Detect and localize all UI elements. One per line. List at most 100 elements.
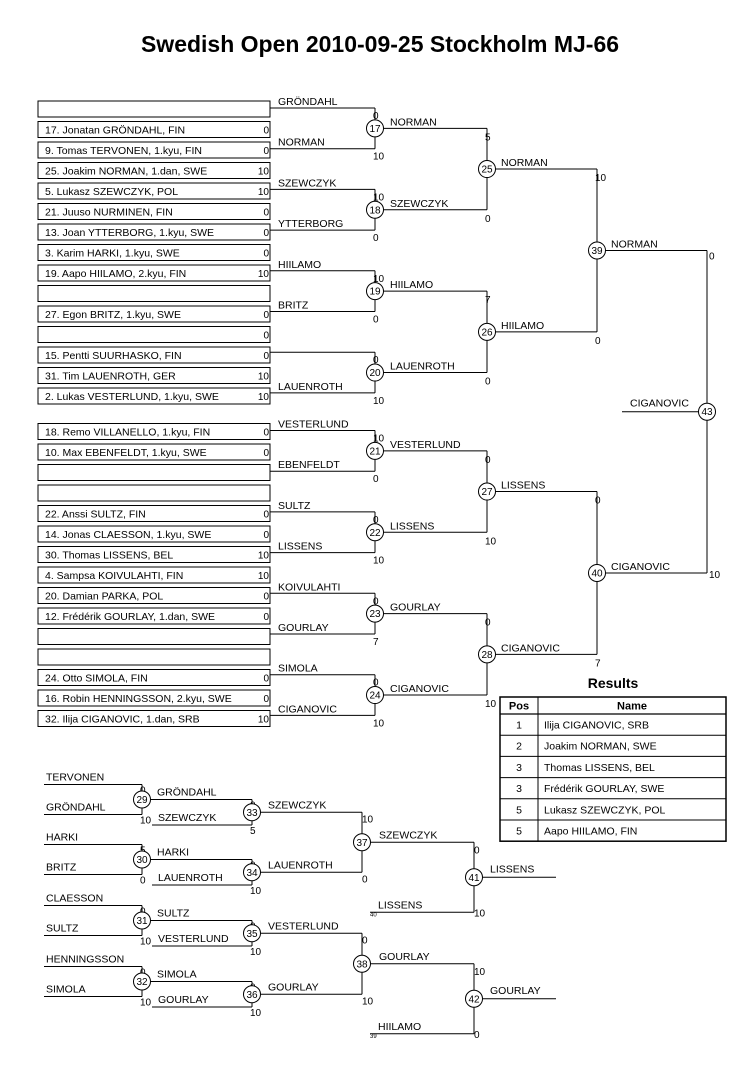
- match-number: 40: [591, 568, 603, 579]
- pair-label: LISSENS: [278, 541, 322, 553]
- match-circle: [133, 972, 151, 991]
- match-score: 10: [474, 967, 486, 978]
- entry-name: 5. Lukasz SZEWCZYK, POL: [45, 186, 178, 198]
- pair-label: BRITZ: [278, 300, 309, 312]
- repechage-name: VESTERLUND: [158, 933, 229, 945]
- winner-label: CIGANOVIC: [611, 561, 670, 573]
- entry-name: 18. Remo VILLANELLO, 1.kyu, FIN: [45, 427, 210, 439]
- match-number: 19: [369, 287, 381, 298]
- match-number: 28: [481, 650, 493, 661]
- winner-label: VESTERLUND: [268, 920, 339, 932]
- pair-label: CIGANOVIC: [278, 703, 337, 715]
- match-circle: [133, 911, 151, 930]
- match-number: 30: [136, 855, 148, 866]
- winner-label: LAUENROTH: [268, 859, 333, 871]
- match-circle: [366, 441, 384, 460]
- bronze-winner-label: LISSENS: [490, 863, 534, 875]
- match-score: 0: [140, 876, 146, 887]
- match-score: 0: [373, 678, 379, 689]
- match-circle: [366, 282, 384, 301]
- results-pos: 3: [516, 762, 522, 774]
- match-circle: [478, 482, 496, 501]
- match-circle: [366, 200, 384, 219]
- pair-label: KOIVULAHTI: [278, 581, 340, 593]
- results-header-name: Name: [617, 701, 647, 713]
- entry-box: [37, 182, 271, 200]
- repechage-name: CLAESSON: [46, 893, 103, 905]
- entry-name: 17. Jonatan GRÖNDAHL, FIN: [45, 125, 185, 137]
- results-pos: 5: [516, 826, 522, 838]
- entry-name: 2. Lukas VESTERLUND, 1.kyu, SWE: [45, 391, 219, 403]
- entry-box: [37, 203, 271, 220]
- entry-score: 0: [263, 208, 269, 219]
- match-circle: [588, 241, 606, 260]
- entry-box: [37, 223, 271, 241]
- entry-box: [37, 607, 271, 625]
- match-circle: [478, 645, 496, 664]
- match-score: 0: [362, 935, 368, 946]
- match-score: 0: [709, 251, 715, 262]
- entry-box: [37, 100, 271, 118]
- entry-name: 30. Thomas LISSENS, BEL: [45, 550, 173, 562]
- match-number: 31: [136, 916, 148, 927]
- winner-label: GOURLAY: [379, 951, 430, 963]
- pair-label: SZEWCZYK: [278, 177, 336, 189]
- entry-name: 31. Tim LAUENROTH, GER: [45, 371, 176, 383]
- winner-label: LISSENS: [501, 480, 545, 492]
- match-score: 10: [250, 886, 262, 897]
- repechage-name: LISSENS: [378, 899, 422, 911]
- match-circle: [465, 868, 483, 887]
- match-number: 33: [246, 808, 258, 819]
- match-score: 0: [474, 845, 480, 856]
- entry-name: 27. Egon BRITZ, 1.kyu, SWE: [45, 309, 181, 321]
- winner-label: NORMAN: [390, 116, 437, 128]
- match-circle: [133, 790, 151, 809]
- match-score: 10: [140, 816, 152, 827]
- match-circle: [243, 924, 261, 943]
- entry-box: [37, 525, 271, 543]
- match-circle: [588, 563, 606, 582]
- winner-label: LISSENS: [390, 520, 434, 532]
- pair-label: SULTZ: [278, 500, 311, 512]
- winner-label: CIGANOVIC: [501, 642, 560, 654]
- match-number: 32: [136, 977, 148, 988]
- results-name: Lukasz SZEWCZYK, POL: [544, 804, 666, 816]
- match-number: 26: [481, 327, 493, 338]
- pair-label: HIILAMO: [278, 259, 321, 271]
- pair-label: EBENFELDT: [278, 459, 340, 471]
- match-score: 0: [362, 874, 368, 885]
- winner-label: NORMAN: [501, 157, 548, 169]
- page-title: Swedish Open 2010-09-25 Stockholm MJ-66: [141, 31, 619, 57]
- winner-label: VESTERLUND: [390, 439, 461, 451]
- winner-label: NORMAN: [611, 238, 658, 250]
- match-number: 25: [481, 165, 493, 176]
- match-number: 23: [369, 609, 381, 620]
- winner-label: SULTZ: [157, 908, 190, 920]
- winner-label: LAUENROTH: [390, 361, 455, 373]
- entry-box: [37, 648, 271, 666]
- match-score: 7: [485, 295, 491, 306]
- pair-label: GRÖNDAHL: [278, 96, 338, 108]
- entry-score: 10: [258, 571, 270, 582]
- winner-label: HARKI: [157, 847, 189, 859]
- pair-label: YTTERBORG: [278, 218, 343, 230]
- match-score: 10: [485, 699, 497, 710]
- pair-label: VESTERLUND: [278, 419, 349, 431]
- entry-score: 10: [258, 372, 270, 383]
- match-number: 42: [468, 994, 480, 1005]
- repechage-name: LAUENROTH: [158, 872, 223, 884]
- match-circle: [698, 402, 716, 421]
- pair-label: NORMAN: [278, 137, 325, 149]
- entry-score: 0: [263, 530, 269, 541]
- entry-score: 0: [263, 448, 269, 459]
- match-number: 34: [246, 868, 258, 879]
- match-score: 10: [373, 274, 385, 285]
- repechage-name: HARKI: [46, 832, 78, 844]
- match-score: 0: [485, 214, 491, 225]
- entry-name: 16. Robin HENNINGSSON, 2.kyu, SWE: [45, 693, 232, 705]
- repechage-name: SULTZ: [46, 923, 79, 935]
- entry-name: 9. Tomas TERVONEN, 1.kyu, FIN: [45, 145, 202, 157]
- entry-box: [37, 367, 271, 384]
- match-number: 35: [246, 929, 258, 940]
